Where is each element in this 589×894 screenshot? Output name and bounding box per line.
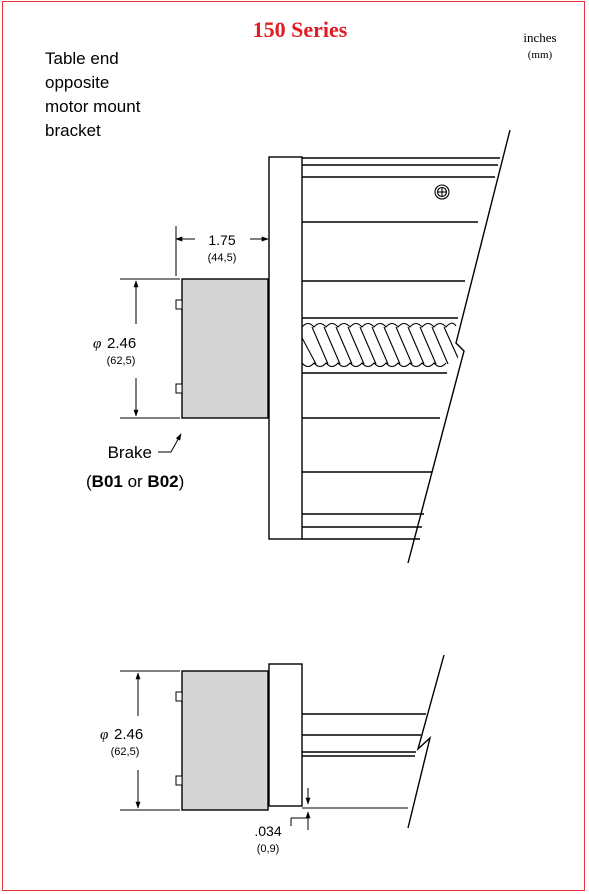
caption-line-2: opposite bbox=[45, 73, 109, 92]
brake-leader bbox=[158, 433, 182, 453]
gap-dimension bbox=[290, 788, 408, 830]
gap-mm: (0,9) bbox=[257, 843, 280, 855]
brake-codes: (B01 or B02) bbox=[86, 472, 184, 491]
bottom-diameter-mm: (62,5) bbox=[111, 746, 140, 758]
brake-close-paren: ) bbox=[179, 472, 185, 491]
top-view-assembly bbox=[120, 129, 511, 564]
bottom-diameter-dimension bbox=[120, 670, 180, 811]
brake-code-b02: B02 bbox=[147, 472, 178, 491]
brake-or: or bbox=[123, 472, 148, 491]
top-diameter-mm: (62,5) bbox=[107, 355, 136, 367]
top-diameter-dimension bbox=[120, 278, 180, 419]
bottom-brake-tab-upper bbox=[175, 691, 183, 702]
brake-tab-upper bbox=[175, 299, 183, 310]
ball-screw bbox=[301, 322, 458, 368]
brake-open-paren: ( bbox=[86, 472, 92, 491]
units-mm-label: (mm) bbox=[528, 49, 553, 61]
bottom-diameter-symbol: φ bbox=[100, 727, 108, 743]
brake-body bbox=[181, 278, 269, 419]
brake-code-b01: B01 bbox=[92, 472, 123, 491]
offset-dimension bbox=[175, 226, 269, 276]
bottom-brake-tab-lower bbox=[175, 775, 183, 786]
brake-label: Brake bbox=[108, 443, 152, 462]
offset-mm: (44,5) bbox=[208, 252, 237, 264]
screw-head-icon bbox=[434, 184, 450, 200]
offset-inches: 1.75 bbox=[208, 232, 235, 248]
bottom-diameter-inches: 2.46 bbox=[114, 726, 143, 743]
bottom-brake-body bbox=[181, 670, 269, 811]
caption-block: Table end opposite motor mount bracket bbox=[45, 49, 141, 140]
caption-line-3: motor mount bbox=[45, 97, 141, 116]
bottom-view-assembly bbox=[120, 654, 445, 830]
caption-line-1: Table end bbox=[45, 49, 119, 68]
brake-tab-lower bbox=[175, 383, 183, 394]
series-title: 150 Series bbox=[253, 17, 348, 42]
gap-inches: .034 bbox=[254, 823, 281, 839]
bottom-end-bracket bbox=[268, 663, 303, 807]
end-bracket bbox=[268, 156, 303, 540]
caption-line-4: bracket bbox=[45, 121, 101, 140]
table-body bbox=[302, 129, 511, 564]
top-diameter-symbol: φ bbox=[93, 336, 101, 352]
bottom-table-body bbox=[302, 654, 445, 829]
top-diameter-inches: 2.46 bbox=[107, 335, 136, 352]
units-inches-label: inches bbox=[523, 30, 556, 45]
